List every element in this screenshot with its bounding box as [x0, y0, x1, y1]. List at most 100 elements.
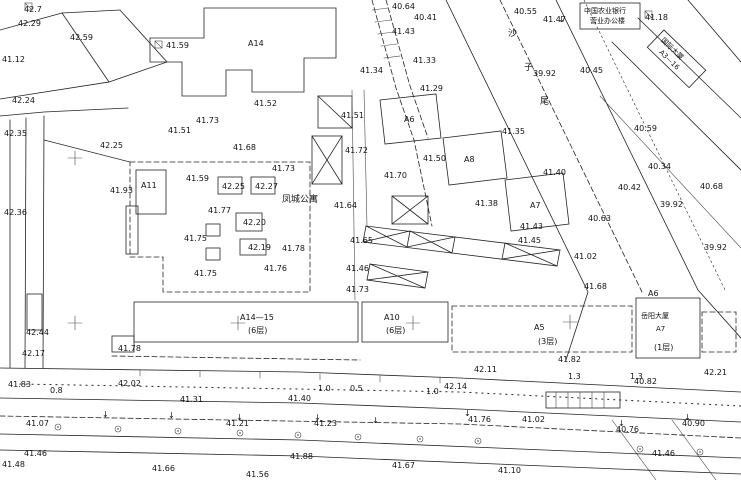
tree-symbol-dot — [297, 434, 299, 436]
spot-elevation: 41.78 — [118, 344, 141, 353]
spot-elevation: 41.51 — [168, 126, 191, 135]
building-label: A8 — [464, 155, 475, 164]
estate-building-4 — [239, 238, 267, 256]
building-a10 — [361, 301, 449, 343]
median-ticks — [555, 391, 605, 409]
spot-elevation: 41.33 — [413, 56, 436, 65]
tree-symbol — [54, 423, 62, 431]
tree-symbol-dot — [477, 440, 479, 442]
spot-elevation: 41.38 — [475, 199, 498, 208]
spot-elevation: 41.83 — [8, 380, 31, 389]
spot-elevation: 41.73 — [346, 285, 369, 294]
small-structure-diag — [391, 195, 429, 225]
yueyang-line1: 岳阳大厦 — [641, 311, 669, 320]
benchmark-icon-diagonal — [24, 2, 33, 11]
tree-symbol — [294, 431, 302, 439]
benchmark-icon — [644, 10, 653, 19]
bank-box-outline — [579, 2, 641, 30]
spot-elevation: 40.82 — [634, 377, 657, 386]
survey-arrow-icon: ↓ — [236, 413, 243, 422]
building-a7 — [504, 172, 570, 232]
spot-elevation: 41.68 — [233, 143, 256, 152]
building-a8 — [442, 130, 508, 186]
building-label: A6 — [648, 289, 659, 298]
tree-symbol-dot — [419, 438, 421, 440]
spot-elevation: 41.43 — [392, 27, 415, 36]
spot-elevation: 41.51 — [341, 111, 364, 120]
place-name-label: 沙 — [508, 28, 517, 39]
spot-elevation: 41.40 — [288, 394, 311, 403]
tree-symbol-dot — [639, 448, 641, 450]
main-road-south-edge — [0, 397, 741, 423]
footpath-east — [385, 0, 429, 139]
tree-symbol — [636, 445, 644, 453]
estate-building-2 — [250, 176, 276, 195]
lane — [351, 89, 368, 301]
buildings — [149, 7, 570, 289]
topleft-building — [61, 9, 168, 83]
spot-elevation: 41.10 — [498, 466, 521, 475]
survey-arrow-icon: ↓ — [168, 411, 175, 420]
lane-east-edge — [363, 89, 368, 227]
spot-elevation: 42.7 — [24, 5, 42, 14]
road-width-annotation: 1.0 — [426, 387, 439, 396]
road-width-annotation: 0.8 — [50, 386, 63, 395]
spot-elevation: 41.48 — [2, 460, 25, 469]
estate-building-3 — [235, 212, 263, 232]
building-a11 — [135, 169, 167, 215]
spot-elevation: 40.63 — [588, 214, 611, 223]
spot-elevation: 41.59 — [166, 41, 189, 50]
topleft-boundary — [0, 12, 110, 100]
main-road-north-edge — [0, 367, 741, 393]
footpath-rungs — [371, 7, 401, 59]
building-label: (6层) — [248, 326, 267, 335]
spot-elevation: 41.65 — [350, 236, 373, 245]
building-setback-line — [111, 355, 361, 361]
spot-elevation: 42.24 — [12, 96, 35, 105]
building-a14-outline — [149, 7, 337, 97]
second-road-north-edge — [0, 433, 741, 459]
spot-elevation: 41.67 — [392, 461, 415, 470]
intl-box: 国际大厦 A3—16 — [646, 29, 707, 89]
east-boundary — [599, 95, 741, 249]
spot-elevation: 41.31 — [180, 395, 203, 404]
spot-elevation: 41.52 — [254, 99, 277, 108]
spot-elevation: 41.88 — [290, 452, 313, 461]
spot-elevation: 42.59 — [70, 33, 93, 42]
spot-elevation: 41.68 — [584, 282, 607, 291]
canopy-small-hatch — [366, 263, 429, 289]
spot-elevation: 42.19 — [248, 243, 271, 252]
avenue-sidewalk-line — [583, 0, 727, 293]
spot-elevation: 41.93 — [110, 186, 133, 195]
spot-elevation: 41.50 — [423, 154, 446, 163]
place-name-label: 子 — [524, 62, 533, 73]
spot-elevation: 42.11 — [474, 365, 497, 374]
left-street-edges — [9, 115, 45, 369]
spot-elevation: 41.07 — [26, 419, 49, 428]
spot-elevation: 41.29 — [420, 84, 443, 93]
spot-elevation: 40.64 — [392, 2, 415, 11]
estate-building-1 — [217, 176, 243, 195]
building-annex — [111, 335, 135, 353]
building-label: (6层) — [386, 326, 405, 335]
avenue-west-edge — [445, 0, 589, 361]
spot-elevation: 41.56 — [246, 470, 269, 479]
spot-elevation: 41.82 — [558, 355, 581, 364]
building-label: A7 — [530, 201, 541, 210]
building-a6 — [379, 93, 442, 145]
estate-link — [43, 139, 131, 163]
spot-elevation: 41.66 — [152, 464, 175, 473]
tree-symbol — [174, 427, 182, 435]
avenue-east-edge — [555, 0, 741, 339]
spot-elevation: 42.21 — [704, 368, 727, 377]
estate-shed-2 — [205, 247, 221, 261]
spot-elevation: 40.55 — [514, 7, 537, 16]
spot-elevation: 39.92 — [704, 243, 727, 252]
canopy-hatch — [362, 225, 561, 267]
left-street-top — [0, 107, 129, 117]
survey-arrow-icon: ↓ — [464, 409, 471, 418]
tree-symbol — [416, 435, 424, 443]
canopy-dividers — [406, 230, 506, 260]
bank-box: 中国农业银行 营业办公楼 — [579, 2, 641, 30]
